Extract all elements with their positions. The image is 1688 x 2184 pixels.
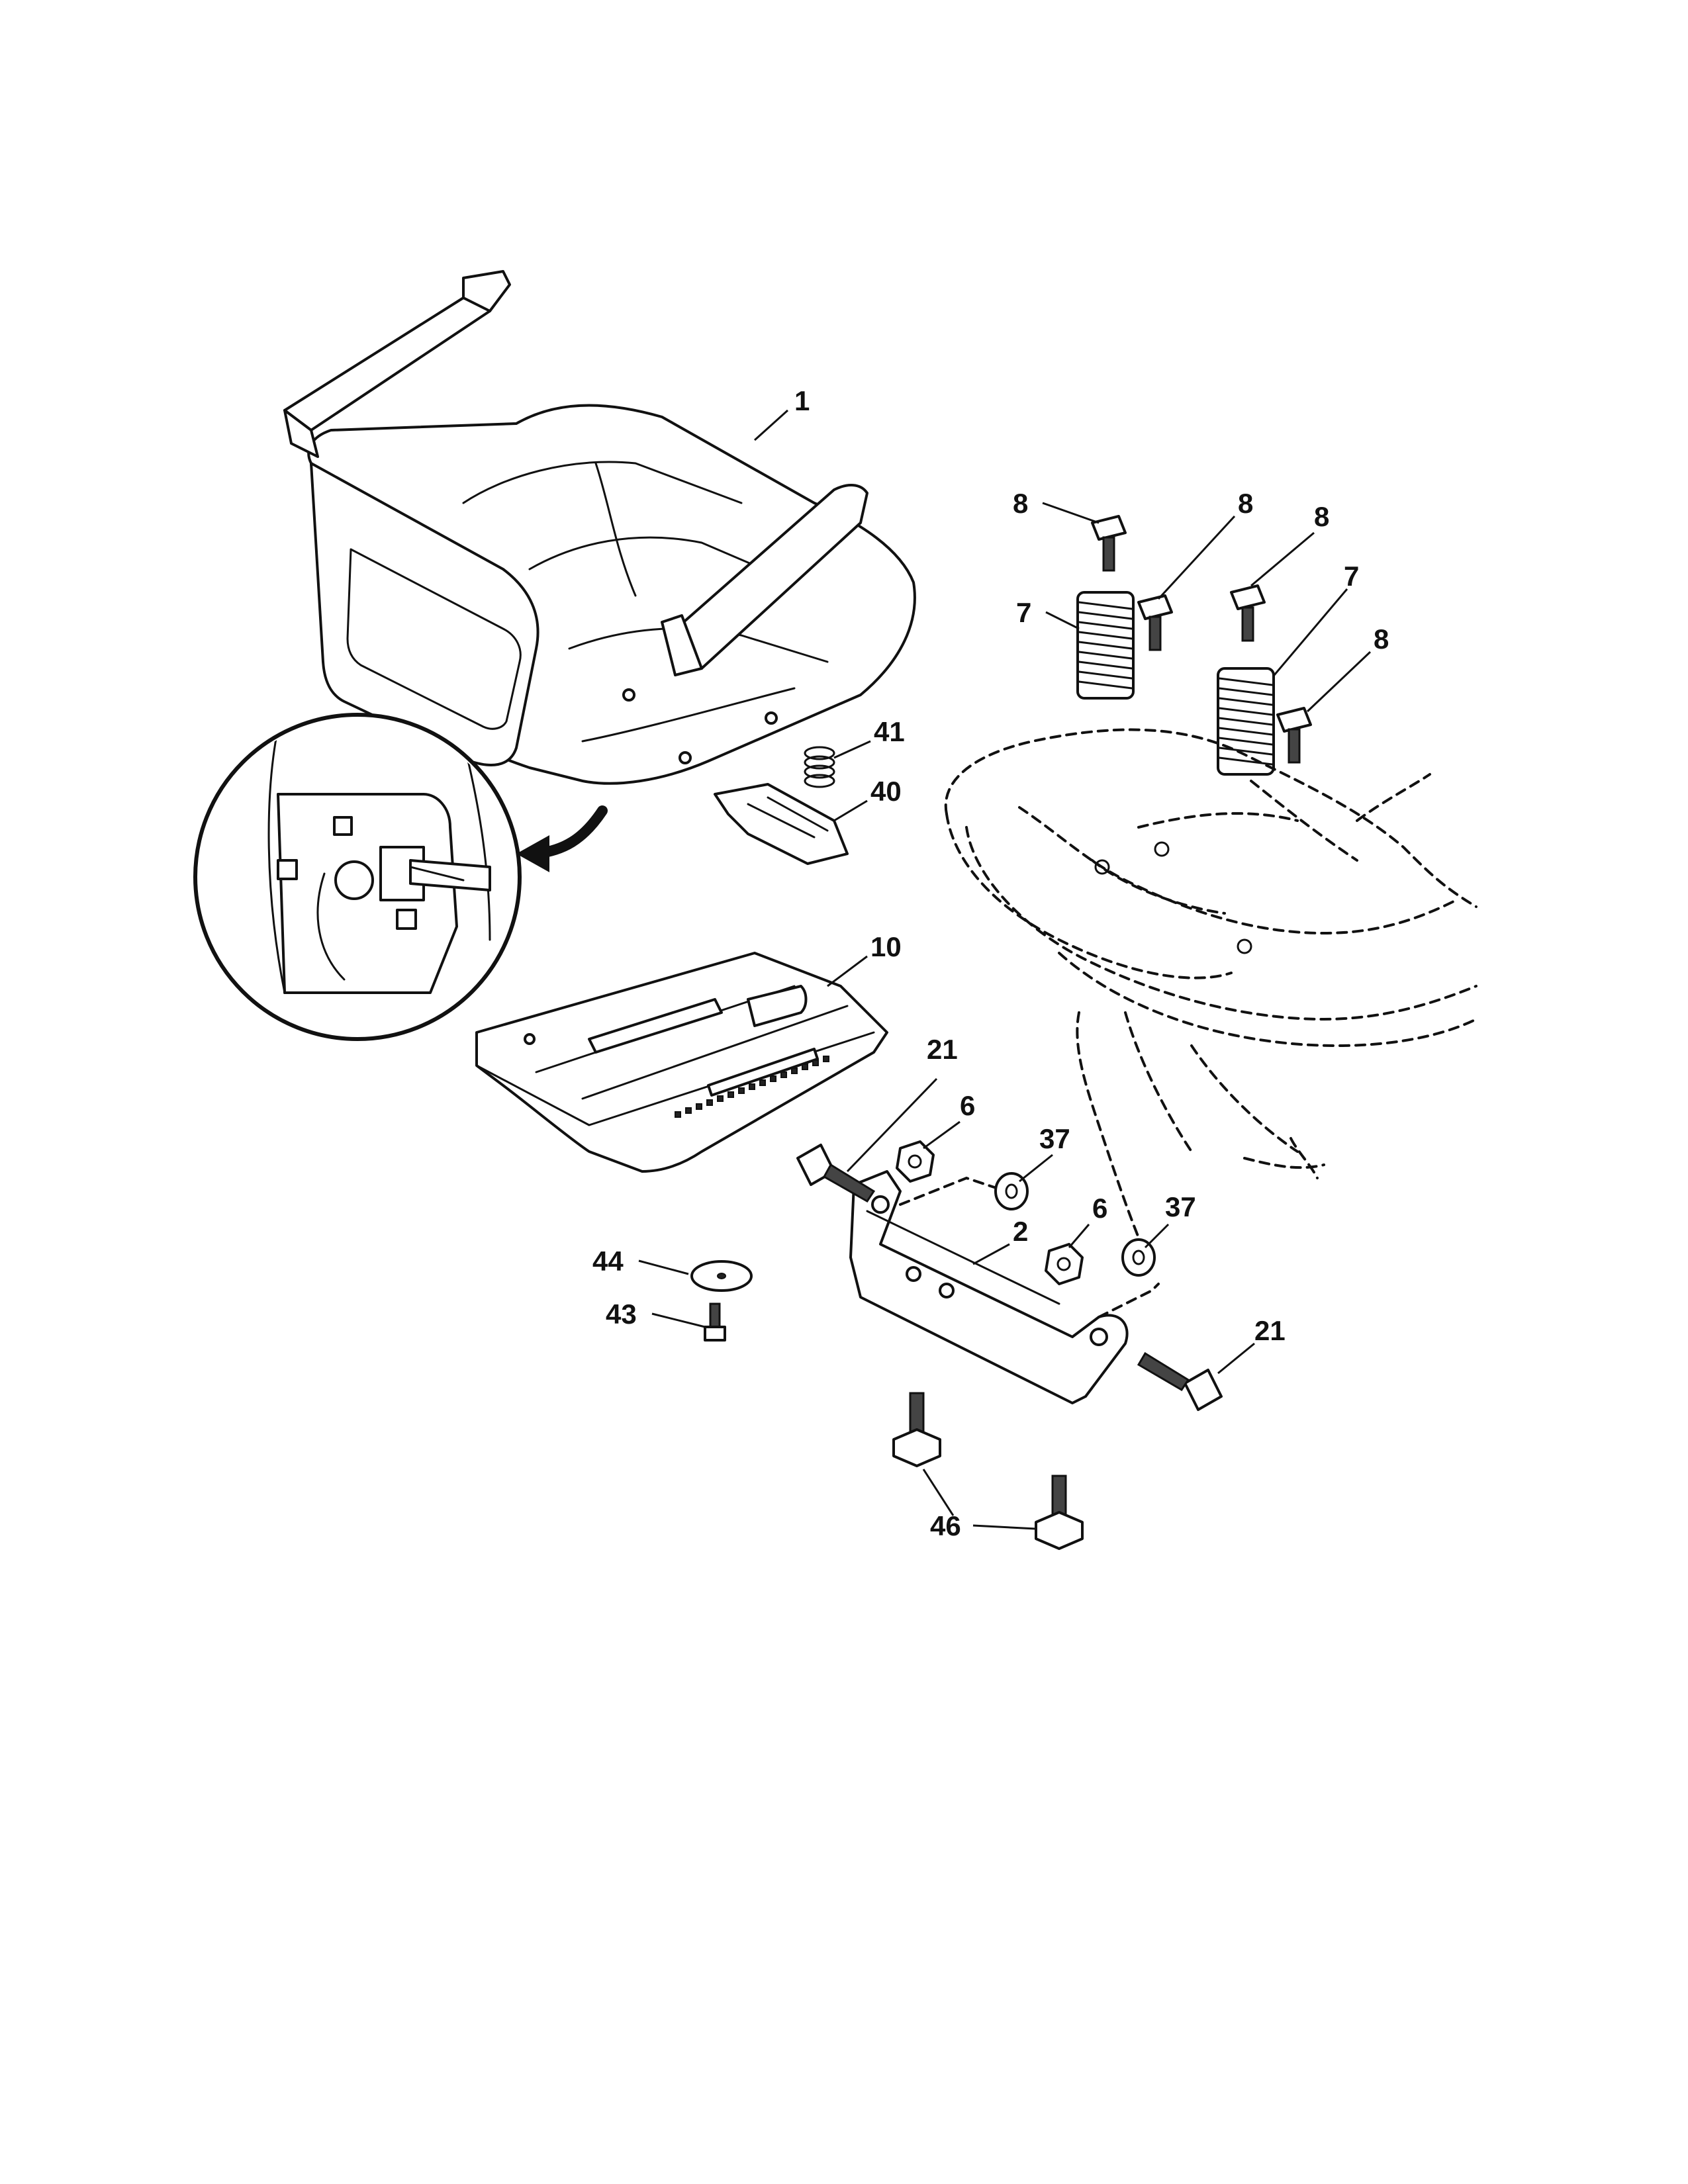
bracket-40: [714, 783, 849, 865]
callout-7-a: 7: [1016, 597, 1031, 628]
callout-8-d: 8: [1374, 623, 1389, 655]
callout-37-b: 37: [1165, 1191, 1196, 1222]
nut-6-a: [896, 1140, 935, 1183]
shoulder-bolt-21-a: [796, 1144, 876, 1203]
callout-2: 2: [1013, 1216, 1028, 1247]
callout-21-b: 21: [1254, 1315, 1286, 1346]
callout-41: 41: [874, 716, 905, 747]
spring-41: [804, 746, 835, 788]
bolt-8-a: [1091, 515, 1127, 572]
guide-nut-37-b: [1098, 1283, 1160, 1318]
callout-8-c: 8: [1314, 501, 1329, 532]
bracket-2: [849, 1170, 1129, 1404]
callout-37-a: 37: [1039, 1123, 1070, 1154]
callout-43: 43: [606, 1298, 637, 1330]
bolt-8-c: [1230, 584, 1266, 642]
seat-pan-10: [475, 952, 888, 1173]
callout-46: 46: [930, 1510, 961, 1541]
bolt-8-b: [1137, 594, 1173, 651]
callout-44: 44: [592, 1246, 624, 1277]
washer-37-b: [1121, 1238, 1156, 1277]
callout-7-b: 7: [1344, 561, 1359, 592]
callout-8-a: 8: [1013, 488, 1028, 519]
guide-nut-37-a: [899, 1176, 1008, 1206]
leader-lines: [638, 409, 1372, 1530]
washer-37-a: [994, 1172, 1029, 1210]
callout-6-b: 6: [1092, 1193, 1107, 1224]
washer-44: [690, 1260, 753, 1292]
callout-6-a: 6: [960, 1090, 975, 1121]
nut-6-b: [1045, 1243, 1084, 1285]
bolt-8-d: [1276, 707, 1312, 764]
chassis-outline: [944, 728, 1477, 1239]
callout-8-b: 8: [1238, 488, 1253, 519]
callout-21-a: 21: [927, 1034, 958, 1065]
callout-labels: 1 8 8 8 8 7 7 41 40 10 21 6 37 6 37 2 21…: [592, 385, 1389, 1541]
shoulder-bolt-21-b: [1137, 1351, 1223, 1411]
callout-1: 1: [794, 385, 810, 416]
seat-assembly: [283, 270, 916, 785]
callout-10: 10: [870, 931, 902, 962]
screw-43: [704, 1302, 726, 1342]
spring-7-right: [1217, 667, 1275, 776]
detail-arrowhead: [516, 835, 549, 872]
spring-7-left: [1076, 591, 1135, 700]
flange-bolt-46-b: [1035, 1475, 1084, 1550]
detail-inset: [193, 713, 608, 1041]
flange-bolt-46-a: [892, 1392, 941, 1467]
callout-40: 40: [870, 776, 902, 807]
